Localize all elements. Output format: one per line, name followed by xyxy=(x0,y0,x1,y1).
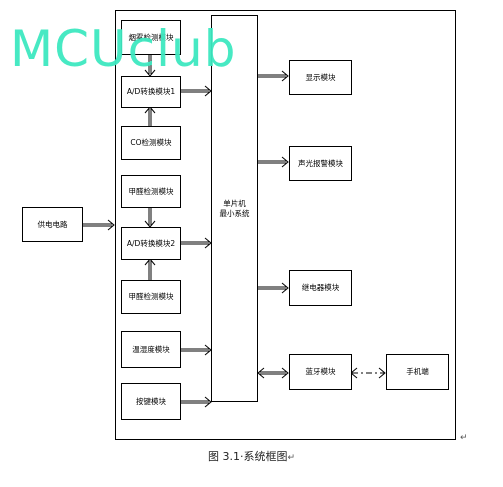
co-sensor-label: CO检测模块 xyxy=(130,138,172,148)
phone-label: 手机端 xyxy=(406,367,429,377)
bluetooth-block: 蓝牙模块 xyxy=(289,354,352,390)
arrow-ad2-to-mcu xyxy=(180,237,212,249)
mcu-label-line1: 单片机 xyxy=(223,199,246,209)
arrow-mcu-bluetooth-bidirectional xyxy=(257,367,289,379)
figure-caption: 图 3.1·系统框图↵ xyxy=(0,448,503,464)
arrow-temp-to-mcu xyxy=(180,344,212,356)
system-frame xyxy=(115,10,456,440)
arrow-mcu-to-alarm xyxy=(257,156,289,168)
relay-block: 继电器模块 xyxy=(289,270,352,306)
keys-label: 按键模块 xyxy=(136,396,166,406)
alarm-label: 声光报警模块 xyxy=(298,158,343,168)
bluetooth-label: 蓝牙模块 xyxy=(305,367,336,377)
relay-label: 继电器模块 xyxy=(301,283,340,293)
temp-humidity-block: 温湿度模块 xyxy=(121,331,181,368)
alarm-block: 声光报警模块 xyxy=(289,146,352,181)
arrow-power-to-frame xyxy=(82,219,115,231)
arrow-mcu-to-display xyxy=(257,70,289,82)
power-block: 供电电路 xyxy=(22,207,83,242)
formaldehyde-1-block: 甲醛检测模块 xyxy=(121,175,181,208)
frame-return-mark: ↵ xyxy=(460,433,468,443)
arrow-ad1-to-mcu xyxy=(180,85,212,97)
arrow-formaldehyde2-to-ad2 xyxy=(144,258,156,280)
ad1-label: A/D转换模块1 xyxy=(126,87,176,97)
ad1-block: A/D转换模块1 xyxy=(121,76,181,108)
watermark-text: MCUclub xyxy=(10,20,237,78)
display-block: 显示模块 xyxy=(289,60,352,95)
formaldehyde-2-label: 甲醛检测模块 xyxy=(128,292,174,302)
arrow-formaldehyde1-to-ad2 xyxy=(144,208,156,228)
figure-caption-text: 图 3.1·系统框图 xyxy=(207,450,288,463)
arrow-keys-to-mcu xyxy=(180,396,212,408)
ad2-block: A/D转换模块2 xyxy=(121,227,181,260)
link-bluetooth-phone xyxy=(350,367,386,379)
mcu-block: 单片机 最小系统 xyxy=(211,15,258,402)
power-label: 供电电路 xyxy=(37,219,68,229)
ad2-label: A/D转换模块2 xyxy=(126,238,176,248)
keys-block: 按键模块 xyxy=(121,383,181,420)
mcu-label-line2: 最小系统 xyxy=(219,208,250,218)
display-label: 显示模块 xyxy=(305,72,336,82)
temp-humidity-label: 温湿度模块 xyxy=(132,344,170,354)
arrow-mcu-to-relay xyxy=(257,282,289,294)
formaldehyde-2-block: 甲醛检测模块 xyxy=(121,280,181,314)
phone-block: 手机端 xyxy=(386,354,449,390)
smoke-sensor-block: 烟雾检测模块 xyxy=(121,20,181,55)
co-sensor-block: CO检测模块 xyxy=(121,126,181,160)
caption-return-mark: ↵ xyxy=(287,453,296,463)
arrow-co-to-ad1 xyxy=(144,106,156,126)
smoke-sensor-label: 烟雾检测模块 xyxy=(128,32,174,42)
formaldehyde-1-label: 甲醛检测模块 xyxy=(128,186,174,196)
